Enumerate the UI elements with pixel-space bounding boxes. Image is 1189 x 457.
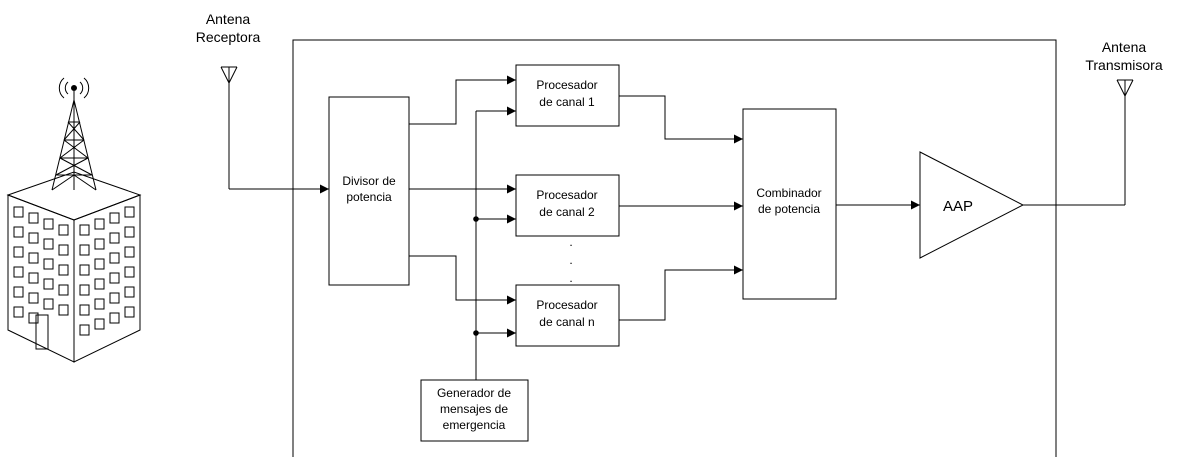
power-combiner-block <box>742 108 837 300</box>
building-tower-icon <box>6 77 142 363</box>
generator-label-line2: mensajes de <box>440 402 508 416</box>
channel-processor-n-block <box>515 284 620 347</box>
rx-antenna-label-line2: Receptora <box>196 29 261 45</box>
power-divider-label-line2: potencia <box>346 190 392 204</box>
junction-dot-procn <box>473 330 479 336</box>
channel-processor-1-block <box>515 64 620 127</box>
junction-dot-proc2 <box>473 216 479 222</box>
procn-label-line1: Procesador <box>536 298 597 312</box>
equipment-enclosure <box>292 39 1057 457</box>
channel-processor-2-block <box>515 174 620 237</box>
generator-label-line3: emergencia <box>443 418 506 432</box>
generator-label-line1: Generador de <box>437 386 511 400</box>
power-divider-block <box>328 96 410 286</box>
proc2-label-line2: de canal 2 <box>539 205 595 219</box>
ellipsis-dot-1: . <box>569 235 572 249</box>
tx-antenna-label-line2: Transmisora <box>1085 57 1162 73</box>
proc2-label-line1: Procesador <box>536 188 597 202</box>
power-combiner-label-line2: de potencia <box>758 202 820 216</box>
divider-to-proc1-arrow <box>409 75 516 125</box>
power-divider-label-line1: Divisor de <box>342 174 396 188</box>
rx-antenna-label-line1: Antena <box>206 11 251 27</box>
procn-to-combiner-arrow <box>619 265 743 321</box>
power-combiner-label-line1: Combinador <box>756 186 821 200</box>
procn-label-line2: de canal n <box>539 315 594 329</box>
aap-label: AAP <box>943 198 973 215</box>
rx-antenna-icon <box>220 66 238 189</box>
tx-antenna-icon <box>1116 79 1134 205</box>
divider-to-procn-arrow <box>409 255 516 305</box>
proc1-label-line2: de canal 1 <box>539 95 595 109</box>
tx-antenna-label-line1: Antena <box>1102 39 1147 55</box>
ellipsis-dot-3: . <box>569 271 572 285</box>
emergency-message-generator-block <box>420 379 529 442</box>
proc1-to-combiner-arrow <box>619 95 743 144</box>
proc1-label-line1: Procesador <box>536 78 597 92</box>
ellipsis-dot-2: . <box>569 253 572 267</box>
